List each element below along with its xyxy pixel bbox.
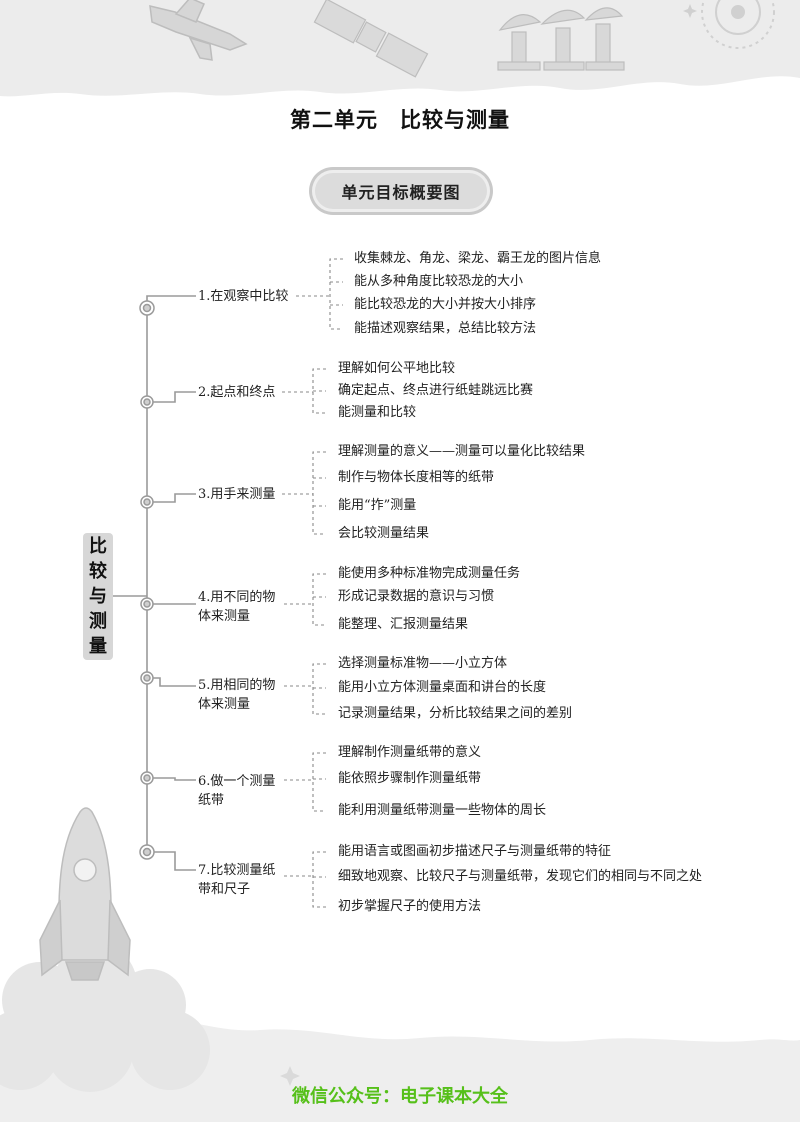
radar-dish-icon [497, 7, 625, 71]
leaf-item: 能用“拃”测量 [338, 498, 417, 513]
sparkle-icon [280, 1066, 300, 1086]
sparkle-icon [683, 4, 697, 18]
leaf-item: 收集棘龙、角龙、梁龙、霸王龙的图片信息 [354, 251, 602, 266]
branch-label: 1.在观察中比较 [198, 289, 289, 304]
branch-label: 6.做一个测量纸带 [198, 774, 276, 808]
page-title-topic: 比较与测量 [400, 108, 510, 132]
section-badge: 单元目标概要图 [312, 170, 490, 212]
spine-nodes [139, 300, 155, 860]
side-topic-label: 比 较 与 测 量 [83, 533, 113, 660]
footer-watermark: 微信公众号：电子课本大全 [292, 1086, 508, 1107]
branch-label: 4.用不同的物体来测量 [198, 590, 276, 624]
branch-label: 2.起点和终点 [198, 385, 276, 400]
side-char: 与 [89, 586, 107, 607]
leaf-item: 能描述观察结果，总结比较方法 [354, 321, 537, 336]
mind-map-skeleton [113, 295, 196, 871]
leaf-item: 能比较恐龙的大小并按大小排序 [354, 297, 537, 312]
side-char: 比 [89, 536, 107, 557]
leaf-item: 能使用多种标准物完成测量任务 [338, 566, 521, 581]
leaf-item: 细致地观察、比较尺子与测量纸带，发现它们的相同与不同之处 [338, 869, 703, 884]
satellite-icon [313, 0, 429, 78]
rocket-smoke [0, 943, 210, 1092]
leaf-item: 能利用测量纸带测量一些物体的周长 [338, 803, 547, 818]
leaf-item: 能依照步骤制作测量纸带 [338, 771, 482, 786]
space-shuttle-icon [149, 0, 248, 61]
leaf-item: 选择测量标准物——小立方体 [338, 656, 508, 671]
page-title-unit: 第二单元 [290, 108, 378, 132]
leaf-brackets [282, 258, 343, 908]
leaf-item: 会比较测量结果 [338, 526, 430, 541]
page-title: 第二单元比较与测量 [0, 104, 800, 134]
leaf-item: 能从多种角度比较恐龙的大小 [354, 274, 524, 289]
branch-label: 7.比较测量纸带和尺子 [198, 863, 276, 897]
leaf-item: 理解测量的意义——测量可以量化比较结果 [338, 444, 586, 459]
leaf-item: 确定起点、终点进行纸蛙跳远比赛 [338, 383, 534, 398]
leaf-item: 初步掌握尺子的使用方法 [338, 899, 482, 914]
side-char: 量 [89, 636, 107, 657]
leaf-item: 记录测量结果，分析比较结果之间的差别 [338, 706, 573, 721]
leaf-item: 能测量和比较 [338, 405, 417, 420]
leaf-item: 形成记录数据的意识与习惯 [338, 589, 495, 604]
rocket-icon [39, 807, 131, 981]
leaf-item: 理解制作测量纸带的意义 [338, 745, 482, 760]
branch-label: 5.用相同的物体来测量 [198, 678, 276, 712]
leaf-item: 能整理、汇报测量结果 [338, 617, 469, 632]
leaf-item: 能用小立方体测量桌面和讲台的长度 [338, 680, 547, 695]
orbit-icon [701, 0, 775, 49]
side-char: 较 [89, 561, 107, 582]
leaf-item: 能用语言或图画初步描述尺子与测量纸带的特征 [338, 844, 612, 859]
branch-label: 3.用手来测量 [198, 487, 276, 502]
leaf-item: 理解如何公平地比较 [338, 361, 456, 376]
leaf-item: 制作与物体长度相等的纸带 [338, 470, 495, 485]
side-char: 测 [89, 611, 107, 632]
